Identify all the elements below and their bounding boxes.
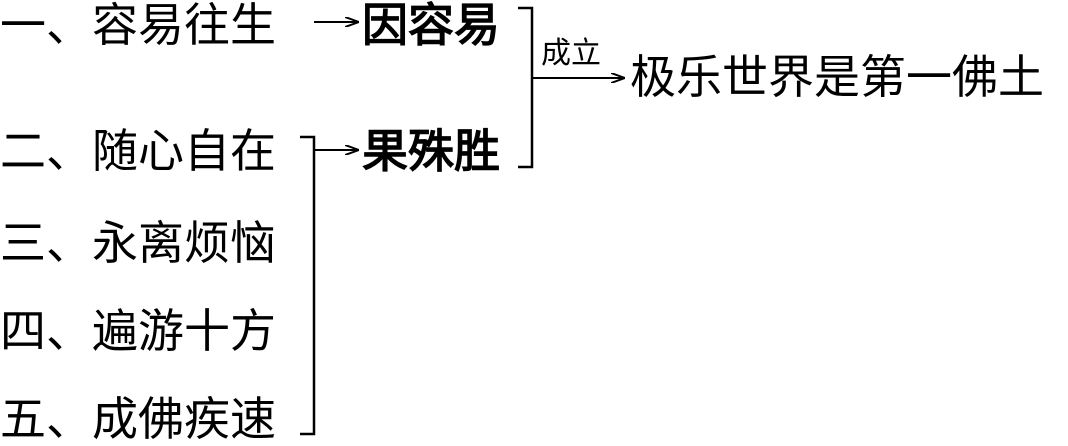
cause-supreme: 果殊胜 (362, 124, 500, 178)
cause-easy: 因容易 (362, 0, 500, 52)
conclusion-text: 极乐世界是第一佛土 (630, 50, 1044, 104)
item-1: 一、容易往生 (0, 0, 276, 52)
item-2: 二、随心自在 (0, 124, 276, 178)
item-5: 五、成佛疾速 (0, 392, 276, 446)
item-3: 三、永离烦恼 (0, 216, 276, 270)
item-4: 四、遍游十方 (0, 304, 276, 358)
bracket-items-2-5 (300, 135, 316, 436)
bracket-causes (518, 6, 534, 169)
relation-label: 成立 (541, 36, 601, 71)
